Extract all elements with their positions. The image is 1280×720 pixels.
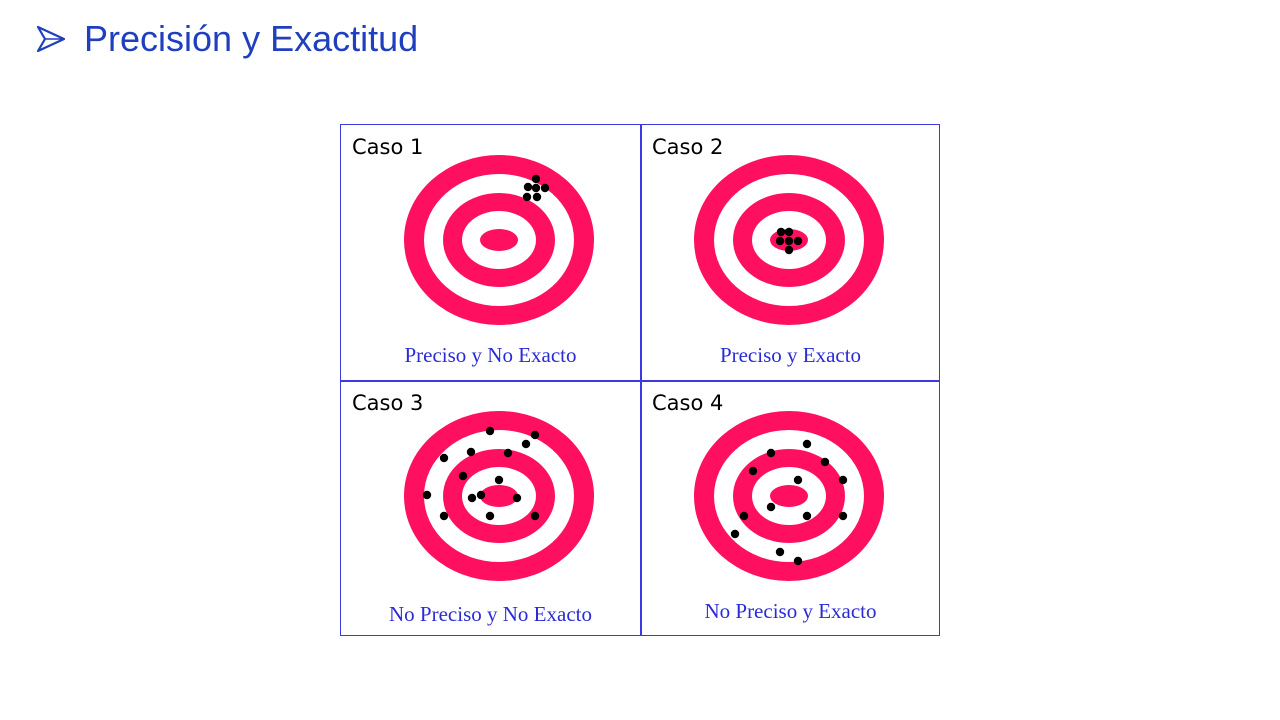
shot-mark: [784, 245, 794, 255]
target-ring: [480, 229, 518, 251]
shot-mark: [766, 448, 776, 458]
case-1-caption: Preciso y No Exacto: [404, 343, 577, 367]
case-1-label: Caso 1: [352, 135, 424, 159]
shot-mark: [467, 493, 477, 503]
shot-mark: [485, 511, 495, 521]
case-1-target: [404, 155, 594, 325]
target-ring: [480, 485, 518, 507]
shot-mark: [820, 457, 830, 467]
shot-mark: [458, 471, 468, 481]
grid-divider-horizontal: [341, 380, 939, 382]
shot-mark: [466, 447, 476, 457]
shot-mark: [802, 439, 812, 449]
shot-mark: [439, 453, 449, 463]
page-title: Precisión y Exactitud: [84, 18, 419, 59]
case-2-target: [694, 155, 884, 325]
shot-mark: [793, 556, 803, 566]
shot-mark: [494, 475, 504, 485]
shot-mark: [784, 236, 794, 246]
shot-mark: [439, 511, 449, 521]
case-1-panel: Caso 1 Preciso y No Exacto: [341, 125, 640, 380]
shot-mark: [503, 448, 513, 458]
cases-grid: Caso 1 Preciso y No Exacto Caso 2: [340, 124, 940, 636]
case-2-label: Caso 2: [652, 135, 724, 159]
case-3-panel: Caso 3 No Preciso y No Exacto: [341, 381, 640, 636]
shot-mark: [512, 493, 522, 503]
target-ring: [770, 485, 808, 507]
shot-mark: [775, 236, 785, 246]
shot-mark: [730, 529, 740, 539]
case-4-target: [694, 411, 884, 581]
case-3-label: Caso 3: [352, 391, 424, 415]
shot-mark: [476, 490, 486, 500]
shot-mark: [530, 430, 540, 440]
case-3-caption: No Preciso y No Exacto: [389, 602, 592, 626]
slide-title: Precisión y Exactitud: [36, 18, 418, 60]
shot-mark: [766, 502, 776, 512]
case-4-panel: Caso 4 No Preciso y Exacto: [641, 381, 940, 636]
case-4-label: Caso 4: [652, 391, 724, 415]
shot-mark: [793, 236, 803, 246]
shot-mark: [530, 511, 540, 521]
shot-mark: [838, 511, 848, 521]
shot-mark: [485, 426, 495, 436]
shot-mark: [838, 475, 848, 485]
shot-mark: [784, 227, 794, 237]
shot-mark: [422, 490, 432, 500]
shot-mark: [802, 511, 812, 521]
shot-mark: [531, 183, 541, 193]
shot-mark: [739, 511, 749, 521]
case-3-target: [404, 411, 594, 581]
shot-mark: [531, 174, 541, 184]
case-2-caption: Preciso y Exacto: [719, 343, 862, 367]
shot-mark: [793, 475, 803, 485]
shot-mark: [521, 439, 531, 449]
shot-mark: [748, 466, 758, 476]
shot-mark: [522, 192, 532, 202]
shot-mark: [776, 227, 786, 237]
arrow-bullet-icon: [36, 25, 66, 53]
case-4-caption: No Preciso y Exacto: [704, 599, 877, 623]
shot-mark: [532, 192, 542, 202]
shot-mark: [775, 547, 785, 557]
shot-mark: [523, 182, 533, 192]
shot-mark: [540, 183, 550, 193]
case-2-panel: Caso 2 Preciso y Exacto: [641, 125, 940, 380]
